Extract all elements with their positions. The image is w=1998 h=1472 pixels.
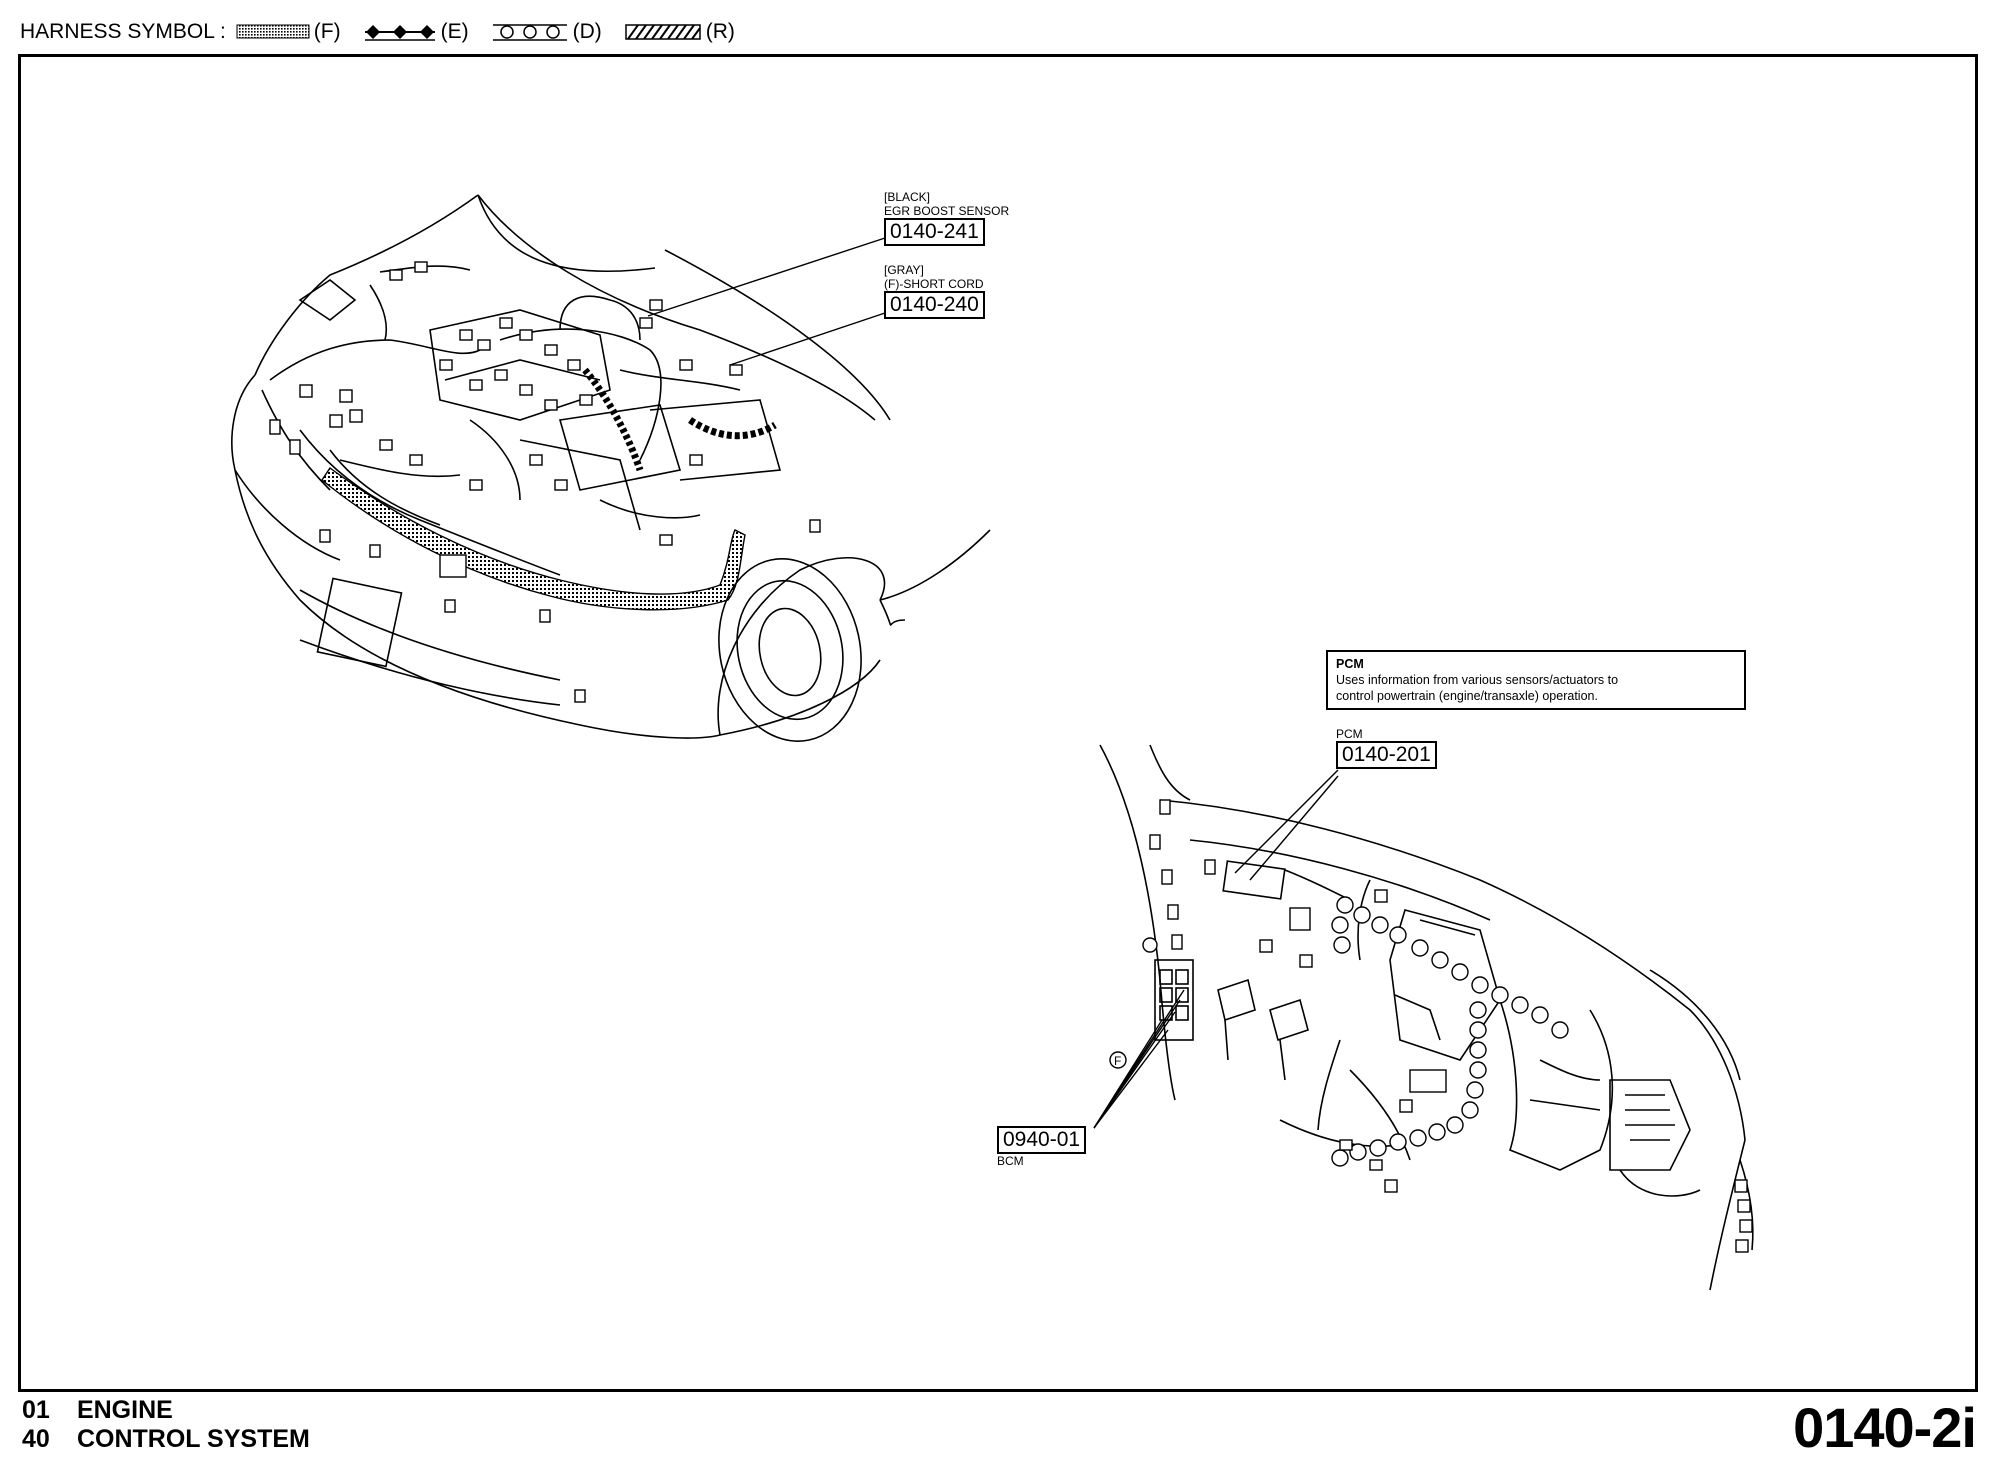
subsection-number: 40: [22, 1425, 50, 1453]
short-cord-code-box[interactable]: 0140-240: [884, 291, 985, 319]
legend-item-f: (F): [236, 20, 341, 44]
engine-compartment-drawing: [231, 194, 991, 742]
dashboard-leader-lines: [1093, 769, 1339, 1129]
legend-item-r: (R): [624, 20, 735, 44]
legend-code-e: (E): [440, 20, 469, 43]
engine-leader-lines: [647, 237, 886, 366]
egr-code-box[interactable]: 0140-241: [884, 218, 985, 246]
dotted-harness-icon: [236, 24, 310, 39]
egr-name-label: EGR BOOST SENSOR: [884, 204, 1010, 218]
diamond-harness-icon: [364, 25, 435, 41]
short-cord-color-label: [GRAY]: [884, 263, 924, 277]
hatched-harness-icon: [625, 24, 701, 40]
section-line: 01 ENGINE: [22, 1396, 310, 1425]
bcm-callout: 0940-01 BCM: [997, 1126, 1087, 1168]
circle-harness-run: [1331, 896, 1569, 1167]
section-footer: 01 ENGINE 40 CONTROL SYSTEM: [22, 1396, 310, 1454]
front-harness-band: [321, 466, 746, 611]
pcm-desc-line2: control powertrain (engine/transaxle) op…: [1336, 689, 1598, 703]
legend-code-r: (R): [705, 20, 735, 43]
pcm-code-box[interactable]: 0140-201: [1336, 741, 1437, 769]
f-marker: F: [1109, 937, 1158, 1069]
subsection-line: 40 CONTROL SYSTEM: [22, 1425, 310, 1454]
bcm-name-label: BCM: [997, 1154, 1024, 1168]
legend-item-d: (D): [491, 20, 602, 44]
pcm-callout: PCM 0140-201: [1336, 727, 1437, 769]
circle-harness-icon: [492, 24, 567, 41]
egr-color-label: [BLACK]: [884, 190, 931, 204]
bcm-code-box[interactable]: 0940-01: [997, 1126, 1087, 1154]
legend-label: HARNESS SYMBOL :: [20, 20, 226, 43]
f-marker-label: F: [1114, 1054, 1121, 1068]
short-cord-callout: [GRAY] (F)-SHORT CORD 0140-240: [884, 263, 985, 319]
legend-item-e: (E): [363, 20, 469, 44]
pcm-desc-title: PCM: [1336, 657, 1364, 671]
dashboard-drawing: [1099, 744, 1754, 1291]
pcm-name-label: PCM: [1336, 727, 1363, 741]
pcm-description-box: PCM Uses information from various sensor…: [1326, 650, 1746, 710]
egr-boost-sensor-callout: [BLACK] EGR BOOST SENSOR 0140-241: [884, 190, 1009, 246]
section-number: 01: [22, 1396, 50, 1424]
subsection-label: CONTROL SYSTEM: [76, 1425, 310, 1453]
dashboard-connectors: [1149, 799, 1753, 1253]
engine-connectors: [269, 261, 821, 703]
section-label: ENGINE: [76, 1396, 173, 1424]
short-cord-name-label: (F)-SHORT CORD: [884, 277, 984, 291]
legend-code-d: (D): [572, 20, 602, 43]
pcm-desc-line1: Uses information from various sensors/ac…: [1336, 673, 1619, 687]
page-number: 0140-2i: [1793, 1396, 1977, 1459]
legend-code-f: (F): [313, 20, 341, 43]
harness-symbol-legend: HARNESS SYMBOL : (F) (E) (D): [20, 14, 747, 50]
diagram-frame: [18, 54, 1978, 1392]
hatched-harness-segment: [582, 367, 777, 472]
